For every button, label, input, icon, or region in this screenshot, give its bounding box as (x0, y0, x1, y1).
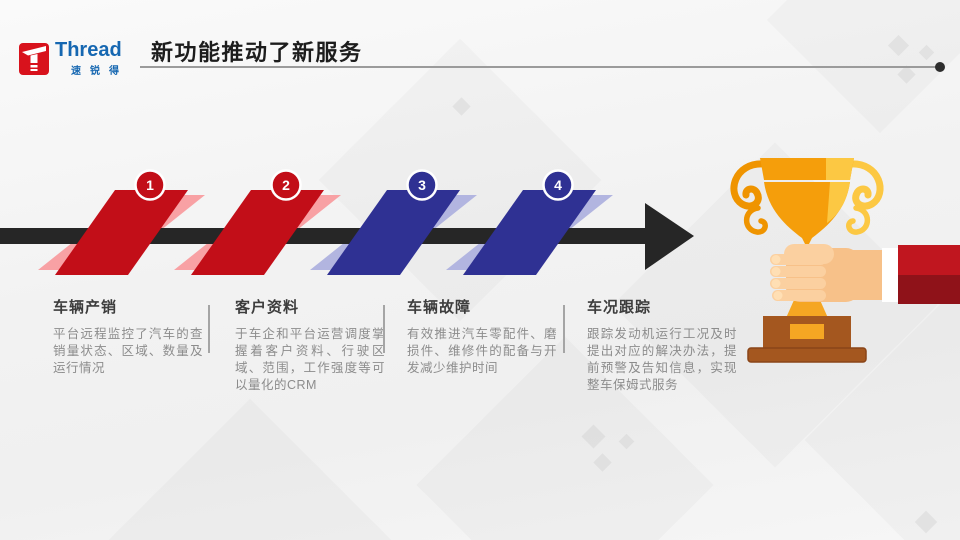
title-underline (140, 66, 939, 68)
step-2-parallelogram (191, 190, 324, 275)
logo-brand-chinese: 速锐得 (71, 66, 128, 77)
column-divider (208, 305, 210, 353)
header: Thread 速锐得 新功能推动了新服务 (0, 0, 960, 90)
step-1-number: 1 (146, 177, 154, 193)
page-title: 新功能推动了新服务 (151, 40, 363, 65)
step-2-description: 于车企和平台运营调度掌握着客户资料、行驶区域、范围，工作强度等可以量化的CRM (235, 327, 385, 392)
step-4-heading: 车况跟踪 (587, 299, 652, 316)
trophy-plaque (790, 324, 824, 339)
hand-finger (772, 290, 826, 301)
trophy-handle-right (846, 160, 884, 210)
hand-fingertip (773, 291, 783, 300)
sleeve-lower (898, 275, 960, 304)
sleeve-cuff (882, 248, 900, 302)
step-3-parallelogram (327, 190, 460, 275)
hand-fingertip (771, 267, 781, 276)
trophy-bowl-highlight (827, 182, 850, 223)
title-underline-dot (935, 62, 945, 72)
step-2-badge (270, 169, 302, 201)
step-1-heading: 车辆产销 (53, 299, 118, 316)
step-4-description: 跟踪发动机运行工况及时提出对应的解决办法，提前预警及告知信息，实现整车保姆式服务 (587, 327, 737, 392)
trophy-illustration (730, 158, 960, 363)
step-2-number: 2 (282, 177, 290, 193)
step-2-column: 客户资料 于车企和平台运营调度掌握着客户资料、行驶区域、范围，工作强度等可以量化… (235, 296, 385, 394)
trophy-bowl (764, 182, 850, 248)
hand-fingertip (771, 255, 781, 264)
hand-finger (770, 278, 826, 289)
step-1-parallelogram (55, 190, 188, 275)
trophy-base-slab (747, 347, 867, 363)
sleeve-upper (898, 245, 960, 275)
trophy-handle-left-curl (743, 205, 768, 235)
column-divider (383, 305, 385, 353)
step-1-badge (134, 169, 166, 201)
hand-finger (770, 266, 826, 277)
logo-text: Thread 速锐得 (55, 40, 145, 77)
hand-fingertip (771, 279, 781, 288)
timeline-arrow-diagram: 1 2 3 4 (0, 169, 694, 275)
thread-logo-icon (19, 43, 49, 75)
trophy-rim-highlight (826, 158, 854, 180)
step-4-number: 4 (554, 177, 562, 193)
step-2-heading: 客户资料 (235, 299, 300, 316)
step-1-column: 车辆产销 平台远程监控了汽车的查销量状态、区域、数量及运行情况 (53, 296, 203, 377)
arrow-shaft (0, 228, 650, 244)
step-4-column: 车况跟踪 跟踪发动机运行工况及时提出对应的解决办法，提前预警及告知信息，实现整车… (587, 296, 737, 394)
column-divider (563, 305, 565, 353)
arrow-head (645, 203, 694, 270)
step-3-heading: 车辆故障 (407, 299, 472, 316)
step-3-badge (406, 169, 438, 201)
trophy-handle-left (730, 160, 768, 210)
trophy-handle-right-curl (846, 205, 871, 235)
step-1-description: 平台远程监控了汽车的查销量状态、区域、数量及运行情况 (53, 327, 203, 375)
step-3-column: 车辆故障 有效推进汽车零配件、磨损件、维修件的配备与开发减少维护时间 (407, 296, 557, 377)
hand-finger (770, 254, 826, 265)
step-3-description: 有效推进汽车零配件、磨损件、维修件的配备与开发减少维护时间 (407, 327, 557, 375)
step-4-badge (542, 169, 574, 201)
step-3-number: 3 (418, 177, 426, 193)
step-4-parallelogram (463, 190, 596, 275)
logo-brand: Thread (55, 39, 122, 61)
